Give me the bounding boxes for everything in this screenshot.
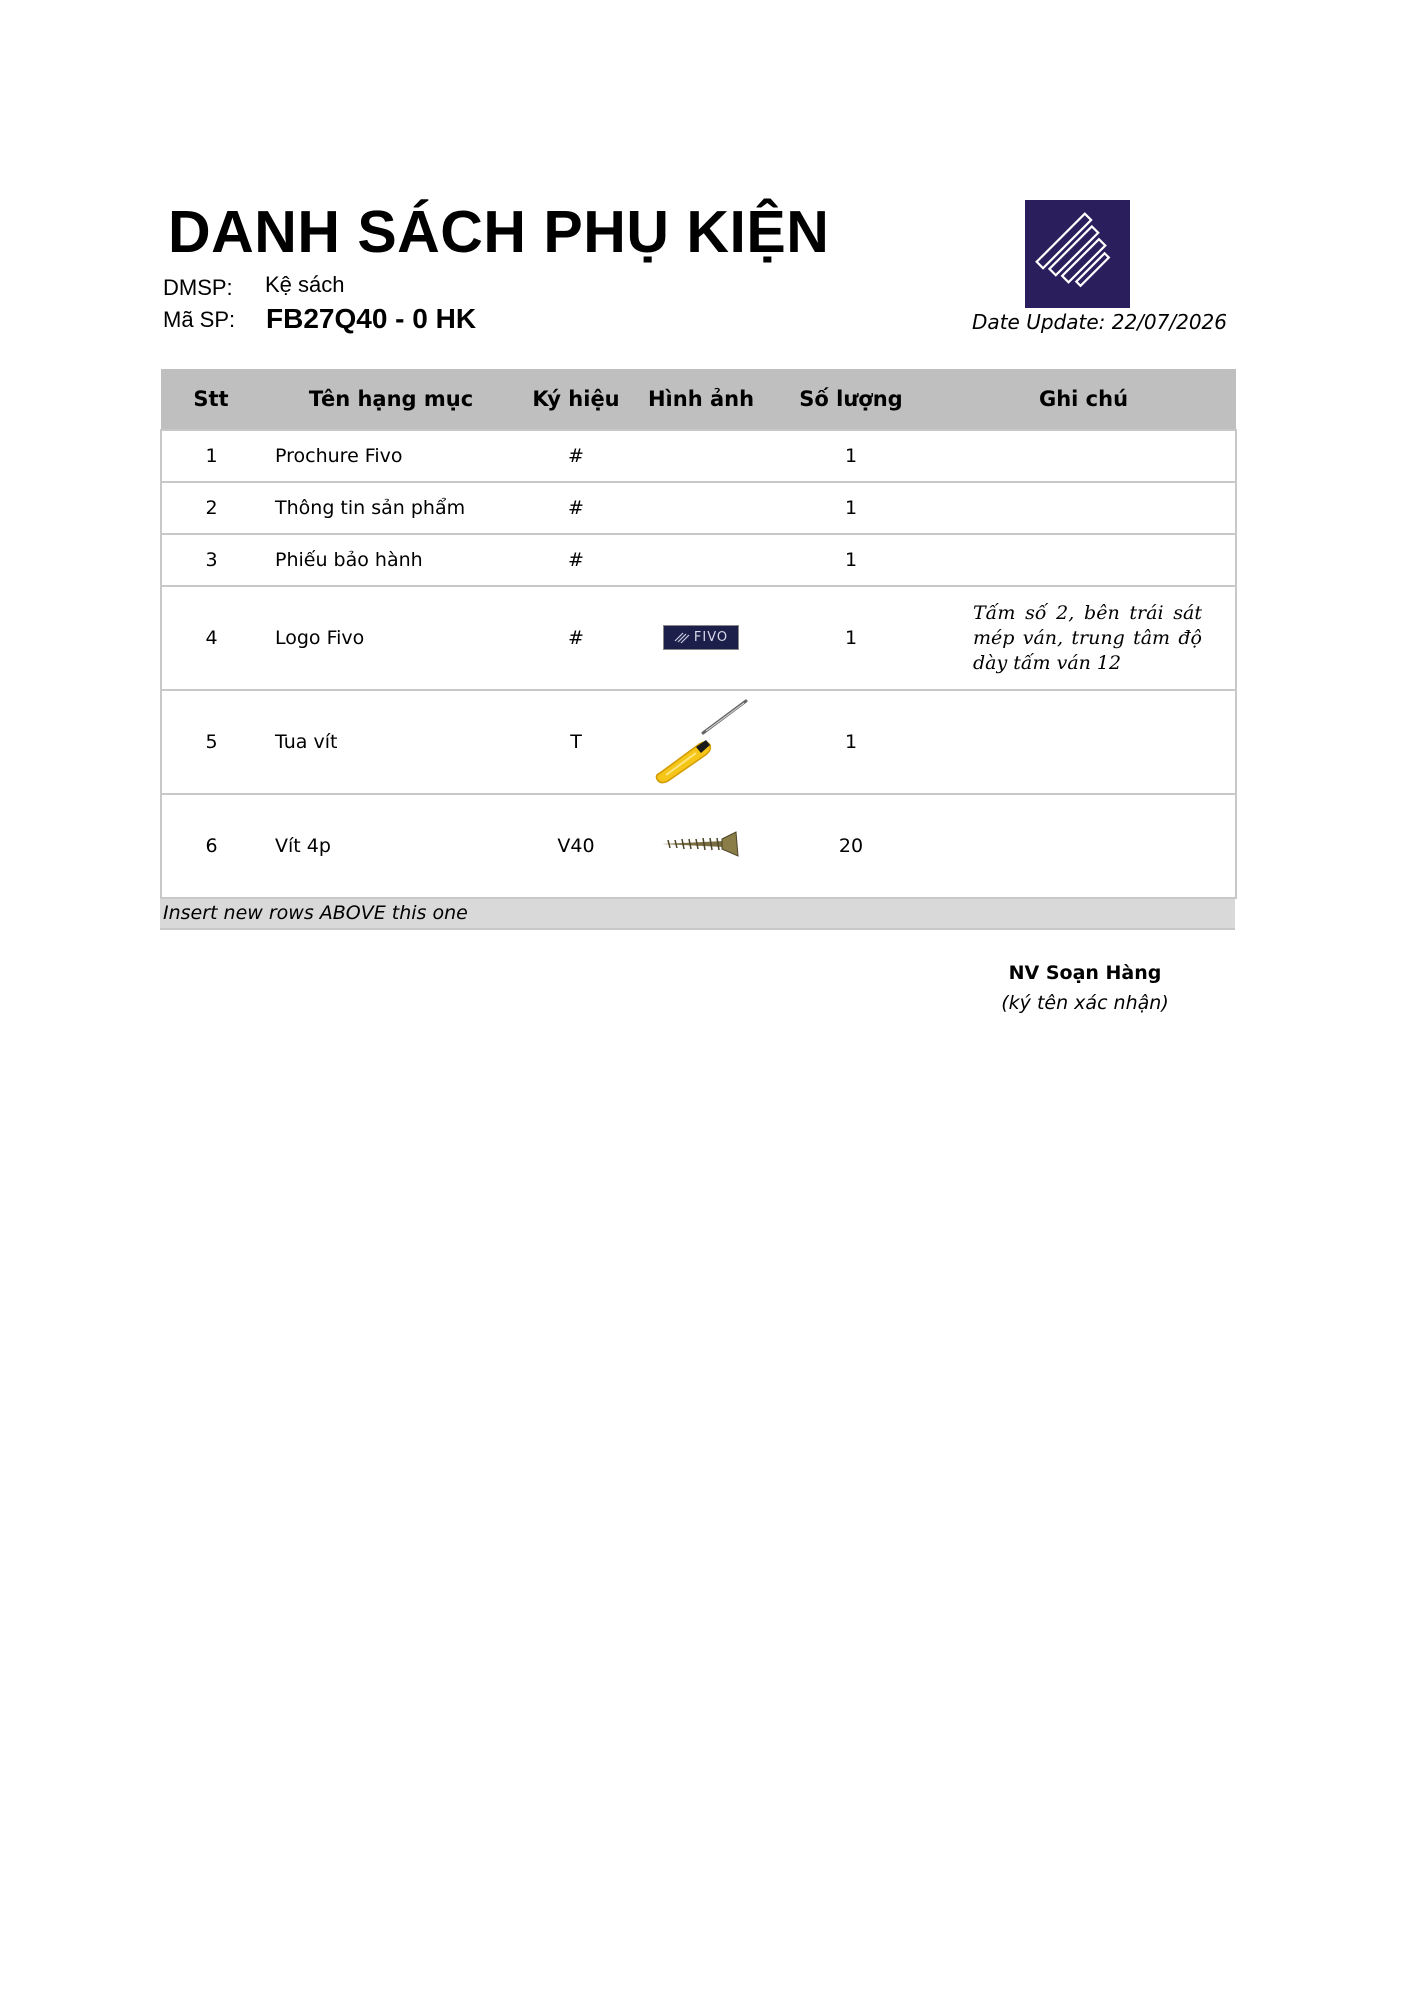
cell-note — [931, 793, 1237, 899]
fivo-mark-icon — [674, 632, 690, 644]
cell-qty: 1 — [771, 689, 931, 794]
cell-name: Vít 4p — [261, 793, 521, 899]
insert-rows-hint: Insert new rows ABOVE this one — [160, 899, 1235, 930]
cell-name: Logo Fivo — [261, 585, 521, 690]
screw-icon — [662, 830, 739, 857]
cell-name: Tua vít — [261, 689, 521, 794]
fivo-logo-text: FIVO — [693, 629, 729, 645]
date-update: Date Update: 22/07/2026 — [972, 310, 1227, 334]
cell-qty: 20 — [771, 793, 931, 899]
table-row: 1 Prochure Fivo # 1 — [160, 429, 1237, 482]
cell-qty: 1 — [771, 481, 931, 534]
cell-name: Phiếu bảo hành — [261, 533, 521, 586]
dmsp-value: Kệ sách — [265, 272, 345, 297]
screwdriver-icon — [655, 699, 748, 783]
dmsp-label: DMSP: — [163, 275, 233, 300]
cell-image — [631, 793, 771, 899]
cell-stt: 1 — [160, 429, 261, 482]
brand-logo-icon — [1025, 200, 1130, 308]
cell-symbol: # — [521, 429, 631, 482]
ma-sp-value: FB27Q40 - 0 HK — [266, 303, 477, 334]
cell-symbol: V40 — [521, 793, 631, 899]
cell-qty: 1 — [771, 429, 931, 482]
col-header-qty: Số lượng — [771, 369, 931, 430]
page-title: DANH SÁCH PHỤ KIỆN — [168, 199, 830, 265]
cell-note — [931, 429, 1237, 482]
cell-qty: 1 — [771, 585, 931, 690]
cell-symbol: # — [521, 481, 631, 534]
col-header-stt: Stt — [161, 369, 261, 430]
cell-note: Tấm số 2, bên trái sát mép ván, trung tâ… — [931, 585, 1237, 690]
cell-stt: 2 — [160, 481, 261, 534]
cell-note — [931, 533, 1237, 586]
table-row: 6 Vít 4p V40 — [160, 793, 1237, 899]
table-header-row: Stt Tên hạng mục Ký hiệu Hình ảnh Số lượ… — [161, 369, 1236, 430]
col-header-name: Tên hạng mục — [261, 369, 521, 430]
cell-symbol: # — [521, 585, 631, 690]
cell-stt: 4 — [160, 585, 261, 690]
cell-image — [631, 481, 771, 534]
cell-stt: 3 — [160, 533, 261, 586]
col-header-image: Hình ảnh — [631, 369, 771, 430]
cell-image — [631, 533, 771, 586]
cell-image — [631, 689, 771, 794]
cell-stt: 5 — [160, 689, 261, 794]
cell-note — [931, 689, 1237, 794]
table-row: 2 Thông tin sản phẩm # 1 — [160, 481, 1237, 534]
col-header-symbol: Ký hiệu — [521, 369, 631, 430]
cell-note — [931, 481, 1237, 534]
cell-name: Thông tin sản phẩm — [261, 481, 521, 534]
cell-stt: 6 — [160, 793, 261, 899]
cell-name: Prochure Fivo — [261, 429, 521, 482]
signature-subtitle: (ký tên xác nhận) — [1001, 992, 1169, 1014]
ma-sp-label: Mã SP: — [163, 307, 236, 332]
table-row: 4 Logo Fivo # FIVO — [160, 585, 1237, 690]
table-row: 3 Phiếu bảo hành # 1 — [160, 533, 1237, 586]
cell-image: FIVO — [631, 585, 771, 690]
table-row: 5 Tua vít T 1 — [160, 689, 1237, 794]
cell-qty: 1 — [771, 533, 931, 586]
cell-symbol: # — [521, 533, 631, 586]
cell-symbol: T — [521, 689, 631, 794]
signature-title: NV Soạn Hàng — [1008, 962, 1162, 984]
fivo-logo-plate-image: FIVO — [663, 624, 739, 650]
cell-image — [631, 429, 771, 482]
col-header-note: Ghi chú — [931, 369, 1236, 430]
accessory-table: Stt Tên hạng mục Ký hiệu Hình ảnh Số lượ… — [160, 369, 1237, 930]
